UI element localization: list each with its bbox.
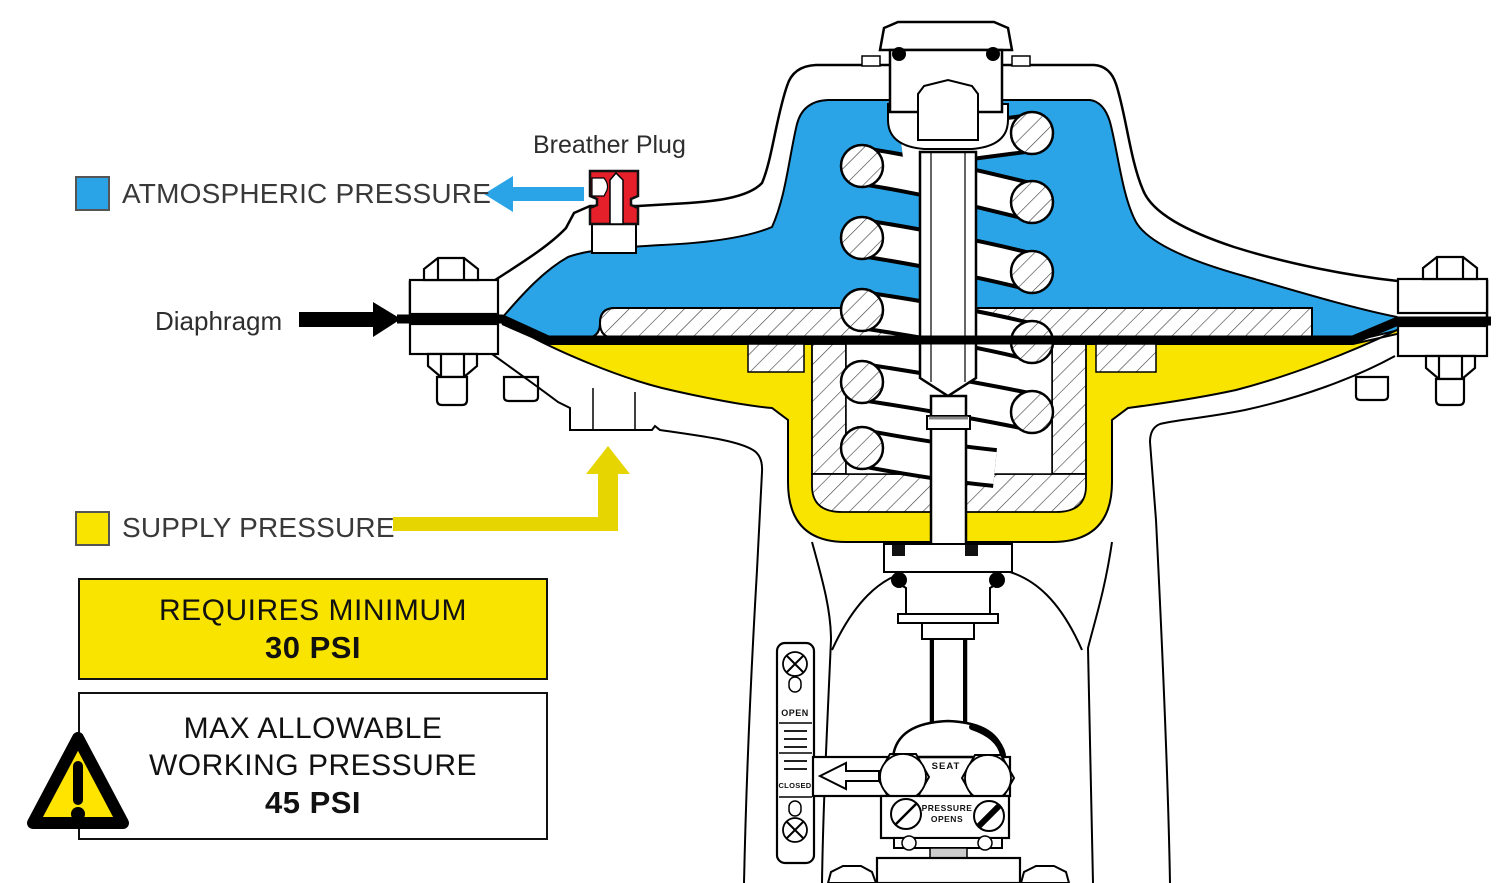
- o-ring-left: [892, 47, 906, 61]
- max-allowable-line2: WORKING PRESSURE: [148, 749, 478, 782]
- max-allowable-psi: 45 PSI: [264, 785, 362, 820]
- breather-plug-label: Breather Plug: [533, 131, 686, 159]
- requires-minimum-psi: 30 PSI: [264, 629, 362, 665]
- screw-head: [917, 78, 979, 141]
- pressure-opens-label-2: OPENS: [931, 814, 963, 824]
- max-allowable-box: MAX ALLOWABLE WORKING PRESSURE 45 PSI: [78, 692, 548, 840]
- spring-coil-sections: [839, 110, 1055, 471]
- stem-bushing: [883, 543, 1013, 759]
- supply-arrow: [393, 446, 630, 531]
- right-flange-bolts: [1354, 255, 1489, 407]
- open-label: OPEN: [781, 708, 809, 718]
- pressure-opens-label-1: PRESSURE: [922, 803, 973, 813]
- spring-adjuster-cap: [861, 20, 1031, 150]
- supply-pressure-label: SUPPLY PRESSURE: [122, 512, 395, 543]
- yoke: [491, 353, 1396, 883]
- o-ring-right: [986, 47, 1000, 61]
- warning-triangle-icon: [27, 732, 129, 829]
- requires-minimum-box: REQUIRES MINIMUM 30 PSI: [78, 578, 548, 680]
- requires-minimum-line1: REQUIRES MINIMUM: [159, 593, 467, 627]
- closed-label: CLOSED: [778, 781, 811, 790]
- left-flange-bolts: [408, 256, 540, 407]
- atmospheric-arrow: [484, 176, 584, 212]
- supply-swatch: [75, 511, 110, 546]
- diaphragm-label: Diaphragm: [155, 306, 283, 336]
- indicator-arrow: [817, 761, 880, 791]
- seat-label: SEAT: [932, 761, 961, 772]
- diaphragm-arrow: [299, 302, 401, 337]
- atmospheric-swatch: [75, 176, 110, 211]
- diaphragm-line: [397, 314, 1491, 345]
- valve-plug: [811, 719, 1071, 883]
- travel-indicator: [775, 641, 816, 865]
- atmospheric-pressure-label: ATMOSPHERIC PRESSURE: [122, 178, 492, 209]
- max-allowable-line1: MAX ALLOWABLE: [183, 712, 443, 745]
- breather-plug-graphic: [588, 169, 640, 254]
